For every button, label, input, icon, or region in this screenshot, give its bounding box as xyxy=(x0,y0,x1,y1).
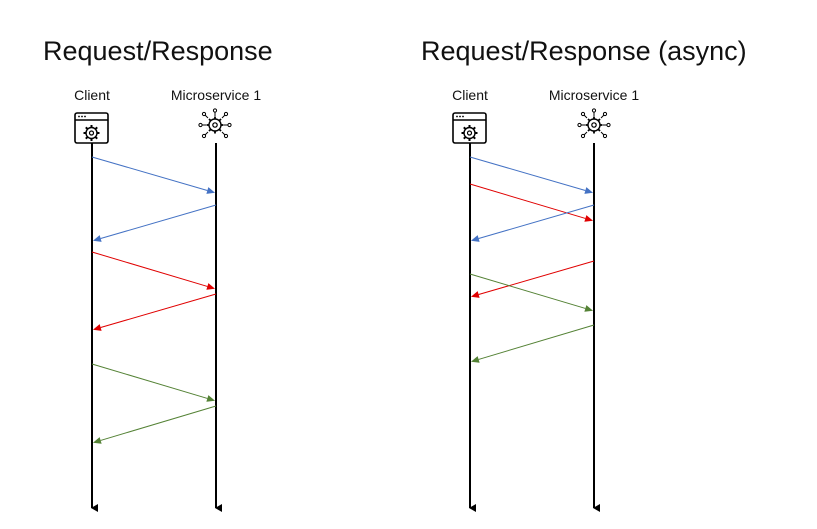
panel-1-messages xyxy=(91,156,217,444)
microservice-network-gear-icon xyxy=(198,108,232,139)
panel-2 xyxy=(452,108,611,512)
message-arrow xyxy=(91,363,216,402)
panel-2-client-label: Client xyxy=(452,87,488,103)
message-arrow xyxy=(91,251,216,290)
panel-1 xyxy=(74,108,232,512)
message-arrow xyxy=(91,156,216,194)
message-arrow xyxy=(92,293,217,331)
message-arrow xyxy=(469,156,594,194)
panel-2-title: Request/Response (async) xyxy=(421,36,747,66)
client-app-gear-icon xyxy=(74,112,109,144)
message-arrow xyxy=(469,183,594,222)
panel-2-service-label: Microservice 1 xyxy=(548,87,640,103)
panel-1-service-label: Microservice 1 xyxy=(170,87,262,103)
message-arrow xyxy=(469,273,594,312)
message-arrow xyxy=(92,204,217,242)
panel-1-client-label: Client xyxy=(74,87,110,103)
microservice-network-gear-icon xyxy=(577,108,611,139)
message-arrow xyxy=(92,405,217,444)
panel-2-messages xyxy=(469,156,595,363)
panel-1-title: Request/Response xyxy=(43,36,273,66)
message-arrow xyxy=(470,260,595,298)
client-app-gear-icon xyxy=(452,112,487,144)
message-arrow xyxy=(470,204,595,242)
message-arrow xyxy=(470,324,595,363)
